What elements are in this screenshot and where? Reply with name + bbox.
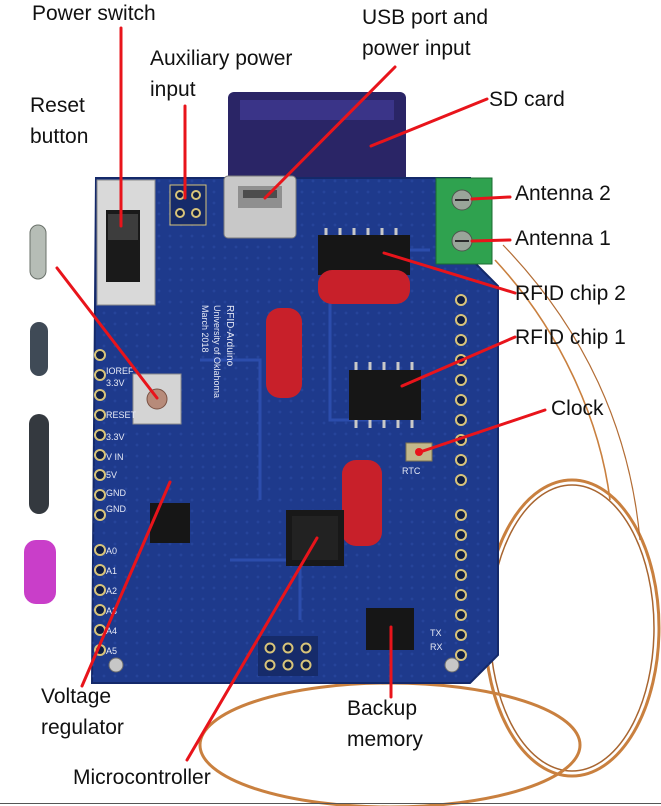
- bottom-border: [0, 803, 661, 804]
- pin-label-vin: V IN: [106, 452, 124, 462]
- callout-lines: [55, 26, 547, 762]
- rfid-chip-2-package: [318, 235, 410, 275]
- callout-sd-card: [369, 97, 489, 148]
- callout-microcontroller: [185, 536, 319, 762]
- callout-clock: [418, 408, 547, 454]
- label-clock: Clock: [551, 397, 604, 420]
- pin-label-gnd-1: GND: [106, 488, 127, 498]
- label-voltage-regulator: Voltage regulator: [41, 685, 124, 739]
- rx-label: RX: [430, 642, 443, 652]
- capacitors: [266, 270, 410, 546]
- callout-antenna-1: [470, 238, 512, 243]
- pin-label-ioref: IOREF: [106, 366, 134, 376]
- callout-reset-button: [55, 266, 159, 400]
- board-org: University of Oklahoma: [212, 305, 222, 398]
- label-aux-power: Auxiliary power input: [150, 47, 293, 101]
- label-sd-card: SD card: [489, 88, 565, 111]
- callout-rfid-chip-2: [382, 251, 517, 295]
- label-rfid-chip-1: RFID chip 1: [515, 326, 626, 349]
- callout-voltage-regulator: [80, 480, 172, 688]
- icsp-header: [258, 636, 318, 676]
- rtc-label: RTC: [402, 466, 421, 476]
- pin-label-3v3-a: 3.3V: [106, 378, 125, 388]
- rfid-tags: [24, 224, 56, 604]
- pin-label-a1: A1: [106, 566, 117, 576]
- callout-antenna-2: [470, 195, 512, 201]
- pin-label-a3: A3: [106, 606, 117, 616]
- label-antenna-2: Antenna 2: [515, 182, 611, 205]
- screw-terminal-icon: [435, 177, 493, 265]
- power-switch-icon: [96, 179, 156, 306]
- rfid-chip-1-package: [349, 370, 421, 420]
- label-rfid-chip-2: RFID chip 2: [515, 282, 626, 305]
- tx-label: TX: [430, 628, 442, 638]
- pin-label-5v: 5V: [106, 470, 117, 480]
- pin-label-a2: A2: [106, 586, 117, 596]
- board-title: RFID-Arduino: [224, 305, 235, 367]
- right-header-holes: [455, 294, 467, 661]
- callout-rfid-chip-1: [400, 335, 517, 388]
- pin-label-a5: A5: [106, 646, 117, 656]
- board-date: March 2018: [200, 305, 210, 353]
- pin-label-a0: A0: [106, 546, 117, 556]
- label-antenna-1: Antenna 1: [515, 227, 611, 250]
- label-power-switch: Power switch: [32, 2, 156, 25]
- pcb-board: [90, 177, 499, 684]
- pin-label-gnd-2: GND: [106, 504, 127, 514]
- callout-usb-port: [263, 65, 397, 200]
- label-reset-button: Reset button: [30, 94, 89, 148]
- reset-button-icon: [132, 373, 182, 425]
- label-usb-port: USB port and power input: [362, 6, 489, 60]
- pin-label-reset: RESET: [106, 410, 137, 420]
- aux-power-pads: [169, 184, 207, 226]
- voltage-regulator-icon: [150, 503, 190, 543]
- chip-pins: [324, 228, 414, 428]
- label-microcontroller: Microcontroller: [73, 766, 211, 789]
- usb-port-icon: [223, 175, 297, 239]
- label-backup-memory: Backup memory: [347, 697, 423, 751]
- left-header-holes: [94, 349, 106, 656]
- pin-label-3v3-b: 3.3V: [106, 432, 125, 442]
- board-silkscreen: RFID-Arduino University of Oklahoma Marc…: [106, 305, 443, 656]
- pin-label-a4: A4: [106, 626, 117, 636]
- microcontroller-icon: [286, 510, 344, 566]
